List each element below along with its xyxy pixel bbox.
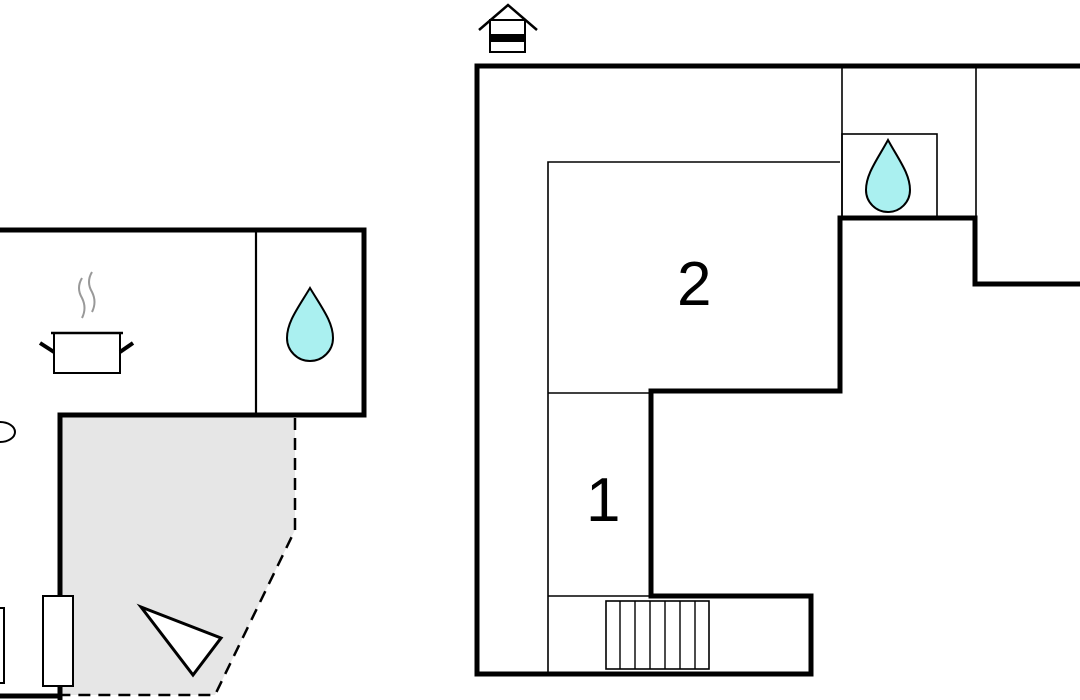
- water-drop-icon: [285, 286, 335, 362]
- staircase-icon: [605, 600, 710, 670]
- furniture-edge: [0, 607, 5, 684]
- terrace: [60, 415, 295, 695]
- terrace-dashed-border: [60, 418, 297, 697]
- view-direction-icon: [136, 603, 224, 678]
- left-building: [0, 227, 367, 700]
- cooking-pot-icon: [38, 271, 135, 374]
- left-building-walls: [0, 227, 367, 700]
- water-drop-icon: [864, 137, 912, 213]
- furniture-icon: [42, 595, 74, 687]
- bathroom-box: [841, 133, 938, 219]
- corridor-inner-line: [547, 161, 840, 674]
- right-building-outer-walls: [474, 63, 1080, 677]
- table-icon: [0, 421, 16, 443]
- right-building: 2 1: [474, 63, 1080, 677]
- house-entrance-icon: [478, 3, 538, 53]
- room-label-1: 1: [586, 466, 620, 535]
- room-label-2: 2: [677, 250, 711, 319]
